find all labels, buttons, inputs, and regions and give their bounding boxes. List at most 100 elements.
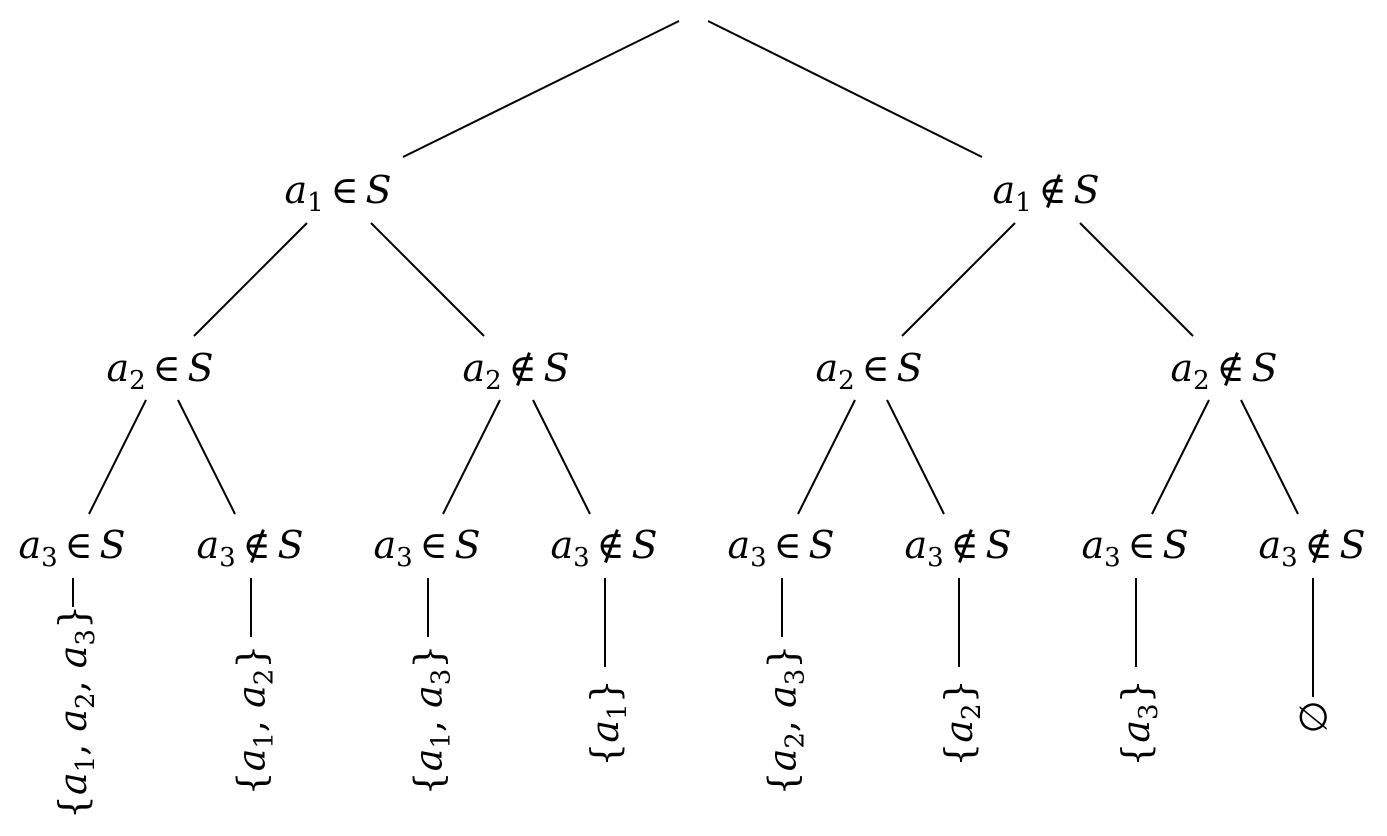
leaf-set-a3: {a3} <box>1113 679 1164 767</box>
set-close-brace: } <box>405 644 450 669</box>
node-a2-in-s-right: a2∈S <box>816 346 923 394</box>
node-set: S <box>454 523 481 567</box>
node-set: S <box>631 523 658 567</box>
set-close-brace: } <box>759 644 804 669</box>
set-element-symbol: a <box>582 719 627 743</box>
set-close-brace: } <box>1113 679 1158 704</box>
node-relation: ∉ <box>508 346 537 390</box>
node-set: S <box>365 168 392 212</box>
node-symbol: a <box>373 523 397 567</box>
node-a2-not-in-s-left: a2∉S <box>462 346 570 394</box>
node-relation: ∈ <box>330 168 359 212</box>
node-symbol: a <box>904 523 928 567</box>
node-subscript: 1 <box>1015 188 1032 218</box>
set-open-brace: { <box>51 794 96 820</box>
edge-n2-n22 <box>1079 222 1194 337</box>
set-element-symbol: a <box>936 719 981 743</box>
node-subscript: 3 <box>219 543 236 573</box>
set-element-subscript: 1 <box>425 732 456 749</box>
edge-n21-n211 <box>797 399 856 515</box>
node-symbol: a <box>1258 523 1282 567</box>
leaf-set-a1-a3: {a1, a3} <box>405 644 456 796</box>
node-set: S <box>1339 523 1366 567</box>
edge-n2-n21 <box>901 222 1016 337</box>
set-element-subscript: 3 <box>1133 703 1164 720</box>
set-element-symbol: a <box>405 685 450 708</box>
leaf-set-a2: {a2} <box>936 679 987 767</box>
edge-n12-n122 <box>532 399 591 515</box>
set-close-brace: } <box>228 644 273 669</box>
node-set: S <box>187 346 214 390</box>
node-relation: ∉ <box>242 523 271 567</box>
set-element-subscript: 1 <box>248 732 279 749</box>
set-element-symbol: a <box>759 748 804 772</box>
node-subscript: 3 <box>927 543 944 573</box>
node-relation: ∈ <box>64 523 93 567</box>
node-set: S <box>543 346 570 390</box>
node-set: S <box>1073 168 1100 212</box>
edge-n11-n112 <box>177 399 236 515</box>
set-element-subscript: 3 <box>425 668 456 686</box>
node-subscript: 2 <box>129 366 146 396</box>
node-subscript: 3 <box>41 543 58 573</box>
node-relation: ∉ <box>1038 168 1067 212</box>
leaf-set-a2-a3: {a2, a3} <box>759 644 810 796</box>
set-separator: , <box>228 707 273 733</box>
set-element-symbol: a <box>51 708 96 732</box>
set-element-subscript: 2 <box>71 692 102 709</box>
node-a3-in-s-3: a3∈S <box>728 526 835 571</box>
set-open-brace: { <box>582 742 627 767</box>
node-symbol: a <box>196 523 220 567</box>
node-a2-not-in-s-right: a2∉S <box>1171 349 1278 394</box>
node-set: S <box>99 523 126 567</box>
set-element-symbol: a <box>228 685 273 708</box>
node-subscript: 1 <box>307 188 324 218</box>
leaf-empty-set: ∅ <box>1291 700 1335 733</box>
node-a2-in-s-left: a2∈S <box>107 346 214 394</box>
edge-n12-n121 <box>442 399 501 515</box>
set-element-symbol: a <box>228 748 273 772</box>
node-subscript: 3 <box>1281 543 1298 573</box>
set-close-brace: } <box>936 679 981 704</box>
set-separator: , <box>51 731 96 756</box>
edge-n22-n222 <box>1240 399 1299 515</box>
node-subscript: 2 <box>838 366 855 396</box>
edge-n11-n111 <box>88 399 147 515</box>
edge-root-n2 <box>707 20 983 158</box>
set-element-symbol: a <box>405 748 450 772</box>
set-separator: , <box>759 707 804 733</box>
node-relation: ∉ <box>950 523 979 567</box>
node-a3-in-s-1: a3∈S <box>19 523 126 571</box>
node-a3-not-in-s-4: a3∉S <box>1258 523 1366 571</box>
edge-root-n1 <box>402 20 680 158</box>
node-a3-not-in-s-1: a3∉S <box>196 523 304 571</box>
node-subscript: 2 <box>1193 366 1210 396</box>
node-a1-not-in-s: a1∉S <box>993 168 1100 216</box>
set-element-symbol: a <box>51 772 96 795</box>
set-element-subscript: 3 <box>71 629 102 646</box>
node-symbol: a <box>462 346 486 390</box>
node-set: S <box>277 523 304 567</box>
node-a3-in-s-4: a3∈S <box>1081 523 1189 571</box>
node-a3-not-in-s-3: a3∉S <box>904 523 1012 571</box>
node-relation: ∈ <box>152 346 181 390</box>
set-element-symbol: a <box>51 645 96 669</box>
set-open-brace: { <box>936 742 981 767</box>
set-open-brace: { <box>759 771 804 796</box>
node-symbol: a <box>1081 523 1105 567</box>
node-subscript: 3 <box>750 543 767 573</box>
node-relation: ∉ <box>596 523 625 567</box>
node-subscript: 3 <box>573 543 590 573</box>
edge-n22-n221 <box>1151 399 1210 515</box>
node-relation: ∉ <box>1304 523 1333 567</box>
node-a1-in-s: a1∈S <box>285 168 392 216</box>
set-element-symbol: a <box>759 685 804 708</box>
leaf-set-a1: {a1} <box>582 679 633 767</box>
node-set: S <box>896 346 923 390</box>
node-subscript: 2 <box>485 366 502 396</box>
node-relation: ∈ <box>419 523 448 567</box>
set-element-subscript: 2 <box>956 703 987 720</box>
set-close-brace: } <box>582 679 627 704</box>
node-set: S <box>1162 523 1189 567</box>
